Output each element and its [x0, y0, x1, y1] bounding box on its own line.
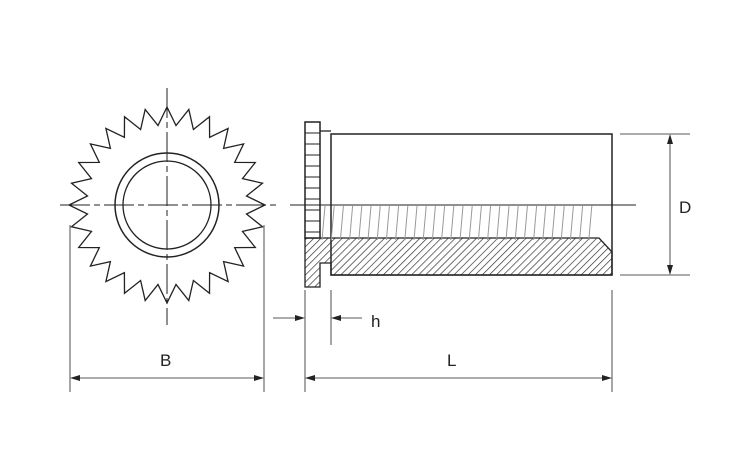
thread-line	[533, 205, 538, 241]
thread-line	[450, 205, 455, 241]
thread-line	[413, 205, 418, 241]
thread-line	[579, 205, 584, 241]
thread-line	[569, 205, 574, 241]
knurl-lines	[305, 132, 320, 233]
thread-line	[330, 205, 335, 241]
thread-line	[395, 205, 400, 241]
dimension-label-B: B	[160, 351, 171, 370]
thread-line	[404, 205, 409, 241]
thread-line	[367, 205, 372, 241]
thread-line	[468, 205, 473, 241]
thread-line	[560, 205, 565, 241]
thread-line	[321, 205, 326, 241]
thread-line	[551, 205, 556, 241]
front-view: B	[60, 88, 276, 392]
thread-line	[422, 205, 427, 241]
thread-line	[505, 205, 510, 241]
thread-teeth	[321, 205, 593, 241]
thread-line	[441, 205, 446, 241]
arrowhead	[602, 375, 612, 381]
arrowhead	[667, 134, 673, 144]
arrowhead	[331, 315, 341, 321]
thread-line	[358, 205, 363, 241]
thread-line	[376, 205, 381, 241]
thread-line	[431, 205, 436, 241]
arrowhead	[254, 375, 264, 381]
arrowhead	[70, 375, 80, 381]
dimension-label-h: h	[371, 312, 380, 331]
thread-line	[523, 205, 528, 241]
thread-line	[487, 205, 492, 241]
side-view: D h L	[273, 121, 691, 392]
thread-line	[588, 205, 593, 241]
thread-line	[496, 205, 501, 241]
thread-line	[514, 205, 519, 241]
thread-line	[385, 205, 390, 241]
thread-line	[339, 205, 344, 241]
flange-knurl	[304, 121, 321, 239]
thread-line	[349, 205, 354, 241]
arrowhead	[295, 315, 305, 321]
thread-line	[477, 205, 482, 241]
thread-line	[459, 205, 464, 241]
sectioned-wall	[304, 237, 613, 288]
thread-line	[542, 205, 547, 241]
dimension-label-L: L	[447, 351, 456, 370]
arrowhead	[305, 375, 315, 381]
arrowhead	[667, 265, 673, 275]
dimension-label-D: D	[679, 198, 691, 217]
